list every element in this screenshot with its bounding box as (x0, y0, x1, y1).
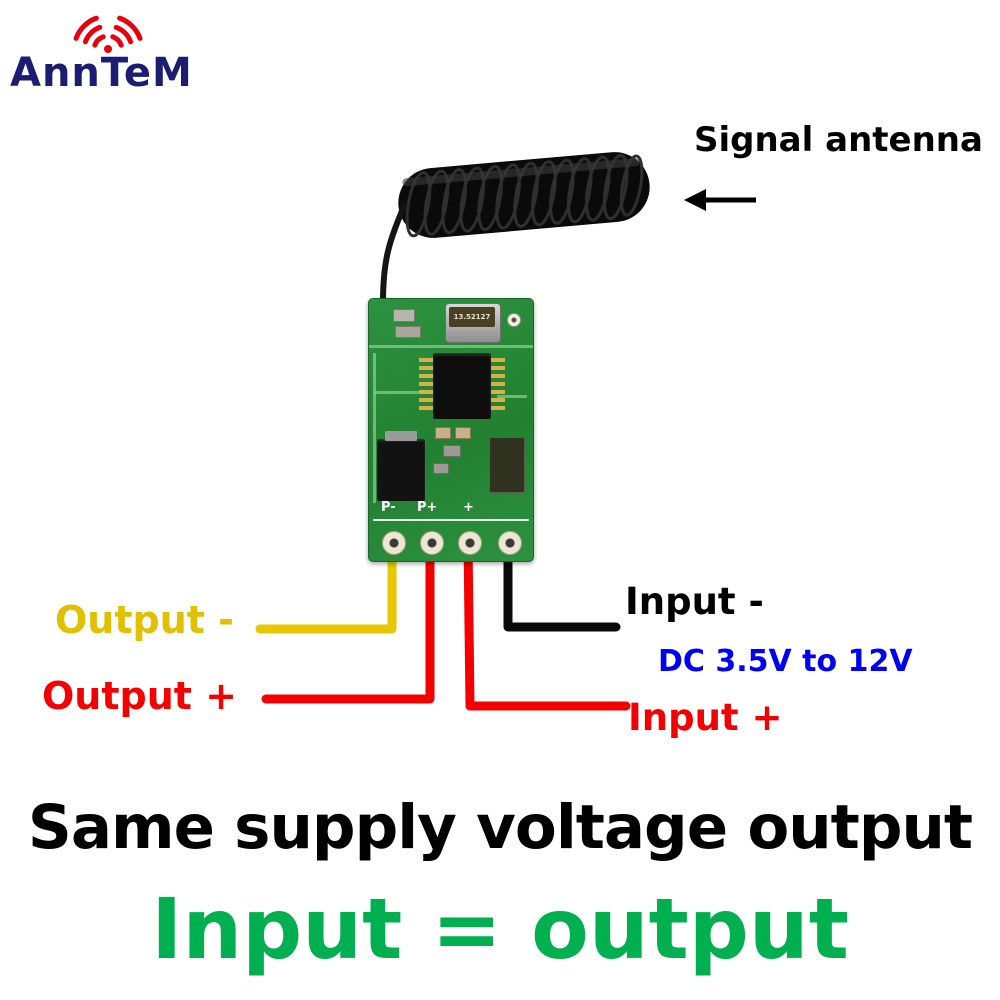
pcb-board: 13.52127 P- P+ + (368, 298, 534, 562)
output-minus-wire (255, 535, 397, 634)
output-plus-label: Output + (42, 674, 238, 718)
antenna-signal-icon (73, 15, 143, 53)
input-minus-wire (503, 535, 621, 632)
input-plus-wire (463, 537, 631, 711)
pcb-trace (497, 395, 527, 398)
transistor-component (489, 437, 525, 493)
ic-pins-left (419, 358, 433, 414)
pad-label: P- (381, 500, 396, 515)
dc-voltage-range-label: DC 3.5V to 12V (658, 644, 913, 679)
solder-pad-output-minus (382, 531, 406, 555)
antenna-lead-wire (380, 203, 407, 305)
brand-logo-text: AnnTeM (10, 50, 193, 96)
smd-component (433, 463, 449, 474)
pcb-trace (369, 345, 533, 348)
mounting-hole (507, 313, 521, 327)
caption-same-supply: Same supply voltage output (27, 792, 973, 863)
silkscreen-line (373, 519, 529, 521)
caption-input-equals-output: Input = output (151, 880, 849, 978)
pcb-trace (373, 353, 376, 503)
output-minus-label: Output - (55, 598, 234, 642)
solder-pad-input-minus (498, 531, 522, 555)
input-plus-label: Input + (628, 696, 783, 739)
pad-label: + (463, 500, 474, 515)
pad-label: P+ (417, 500, 438, 515)
left-arrow-icon (684, 189, 756, 211)
signal-antenna-label: Signal antenna (694, 120, 983, 160)
coil-antenna (398, 152, 650, 238)
smd-component (443, 445, 461, 457)
input-minus-label: Input - (625, 580, 764, 623)
output-plus-wire (261, 537, 435, 704)
ic-pins-right (491, 358, 505, 414)
regulator-component (377, 431, 425, 501)
smd-component (455, 427, 471, 439)
smd-component (395, 326, 421, 338)
smd-component (435, 427, 451, 439)
crystal-label: 13.52127 (449, 307, 495, 327)
ic-chip (433, 353, 491, 419)
pcb-trace (375, 391, 427, 394)
solder-pad-output-plus (420, 531, 444, 555)
solder-pad-input-plus (458, 531, 482, 555)
crystal-oscillator: 13.52127 (445, 303, 501, 343)
regulator-tab (385, 431, 417, 441)
smd-component (393, 309, 415, 322)
